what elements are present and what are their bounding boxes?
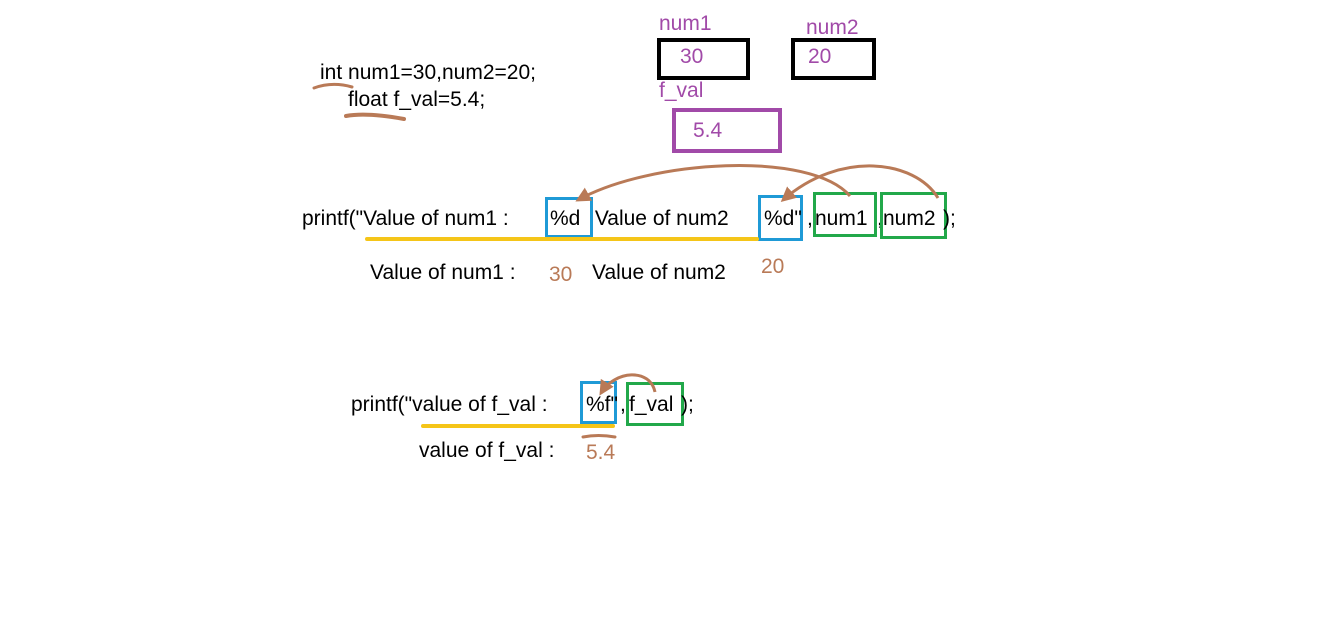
printf1-output-value-2: 20 (761, 255, 785, 278)
memory-value-num2: 20 (808, 45, 832, 68)
printf2-output-value: 5.4 (586, 441, 616, 464)
printf1-suffix: ); (943, 207, 956, 230)
printf1-argument-2: num2 (883, 207, 936, 230)
printf2-argument: f_val (629, 393, 674, 416)
memory-value-f-val: 5.4 (693, 119, 723, 142)
declaration-float-line: float f_val=5.4; (348, 88, 486, 111)
printf1-comma-2: , (877, 207, 883, 230)
printf2-format-spec-box (580, 381, 617, 424)
printf1-arrow-num1-to-spec1 (575, 164, 852, 202)
printf1-middle-text: Value of num2 (589, 207, 741, 230)
printf1-format-spec-box-1 (545, 197, 593, 238)
printf1-format-spec-1: %d (550, 207, 581, 230)
printf1-comma-1: , (807, 207, 813, 230)
printf1-output-label-2: Value of num2 (592, 261, 726, 284)
memory-label-num2: num2 (806, 16, 859, 39)
printf2-output-mark (581, 434, 617, 439)
memory-box-f-val (672, 108, 782, 153)
declaration-underline-scribble-1 (312, 83, 354, 90)
printf1-format-spec-2: %d" (764, 207, 802, 230)
memory-label-f-val: f_val (659, 79, 704, 102)
printf1-prefix: printf("Value of num1 : (302, 207, 515, 230)
printf1-output-label-1: Value of num1 : (370, 261, 516, 284)
printf2-format-spec: %f" (586, 393, 618, 416)
memory-value-num1: 30 (680, 45, 704, 68)
printf1-argument-1: num1 (815, 207, 868, 230)
printf2-output-label: value of f_val : (419, 439, 555, 462)
printf2-comma: , (620, 393, 626, 416)
printf2-suffix: ); (681, 393, 694, 416)
memory-box-num2 (791, 38, 876, 80)
memory-box-num1 (657, 38, 750, 80)
declaration-int-line: int num1=30,num2=20; (320, 61, 536, 84)
printf1-output-value-1: 30 (549, 263, 573, 286)
declaration-underline-scribble-2 (344, 112, 406, 121)
printf2-prefix: printf("value of f_val : (351, 393, 554, 416)
memory-label-num1: num1 (659, 12, 712, 35)
